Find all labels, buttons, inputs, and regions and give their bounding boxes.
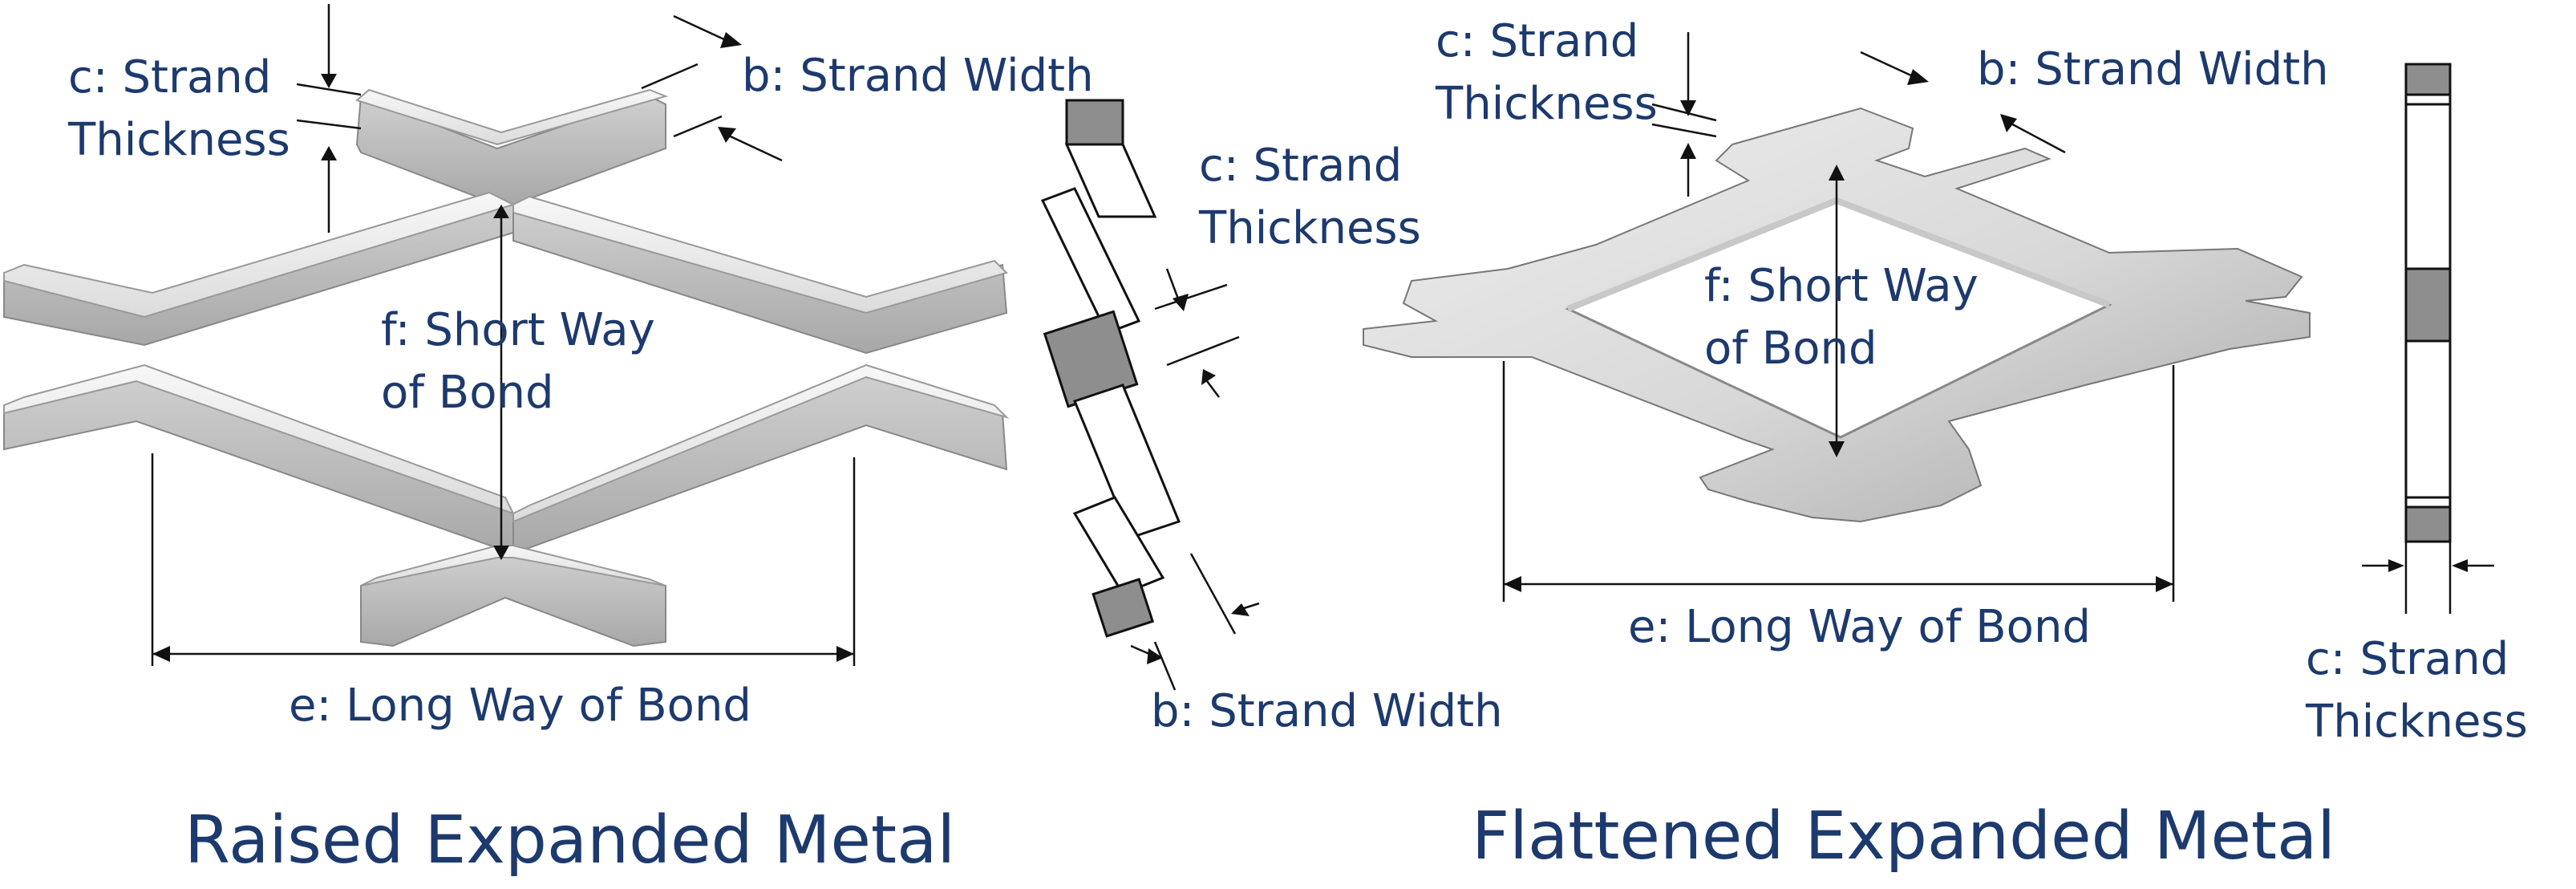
flattened-label-b: b: Strand Width — [1977, 43, 2329, 95]
flattened-dimensions — [1502, 32, 2175, 602]
raised-labels: c: Strand Thickness b: Strand Width f: S… — [67, 50, 1503, 879]
raised-label-e: e: Long Way of Bond — [289, 680, 751, 732]
flattened-label-e: e: Long Way of Bond — [1628, 601, 2091, 653]
flattened-label-c-line1: c: Strand — [1436, 15, 1638, 67]
raised-cross-section — [1040, 99, 1260, 691]
flattened-label-f-line1: f: Short Way — [1704, 260, 1979, 312]
flattened-labels: c: Strand Thickness b: Strand Width f: S… — [1435, 15, 2528, 875]
flattened-title: Flattened Expanded Metal — [1472, 798, 2335, 875]
raised-bottom-strand — [360, 545, 666, 647]
raised-dimensions — [151, 4, 856, 666]
flattened-label-f-line2: of Bond — [1704, 323, 1877, 375]
raised-top-strand — [354, 88, 669, 205]
flattened-section-c-line2: Thickness — [2305, 696, 2528, 748]
raised-label-f-line2: of Bond — [381, 367, 554, 419]
raised-right-strands — [512, 195, 1010, 555]
raised-section-c-line2: Thickness — [1198, 202, 1421, 254]
raised-mesh — [3, 88, 1010, 647]
raised-label-c-line2: Thickness — [67, 114, 290, 166]
flattened-label-c-line2: Thickness — [1435, 78, 1658, 130]
raised-label-f-line1: f: Short Way — [381, 304, 655, 356]
flattened-section-c-line1: c: Strand — [2306, 633, 2509, 685]
raised-label-c-line1: c: Strand — [68, 51, 271, 104]
flattened-cross-section — [2362, 63, 2494, 614]
raised-section-b: b: Strand Width — [1151, 685, 1503, 737]
raised-left-strands — [3, 191, 516, 555]
raised-title: Raised Expanded Metal — [184, 802, 955, 879]
raised-label-b: b: Strand Width — [742, 50, 1094, 102]
raised-section-c-line1: c: Strand — [1199, 140, 1402, 192]
